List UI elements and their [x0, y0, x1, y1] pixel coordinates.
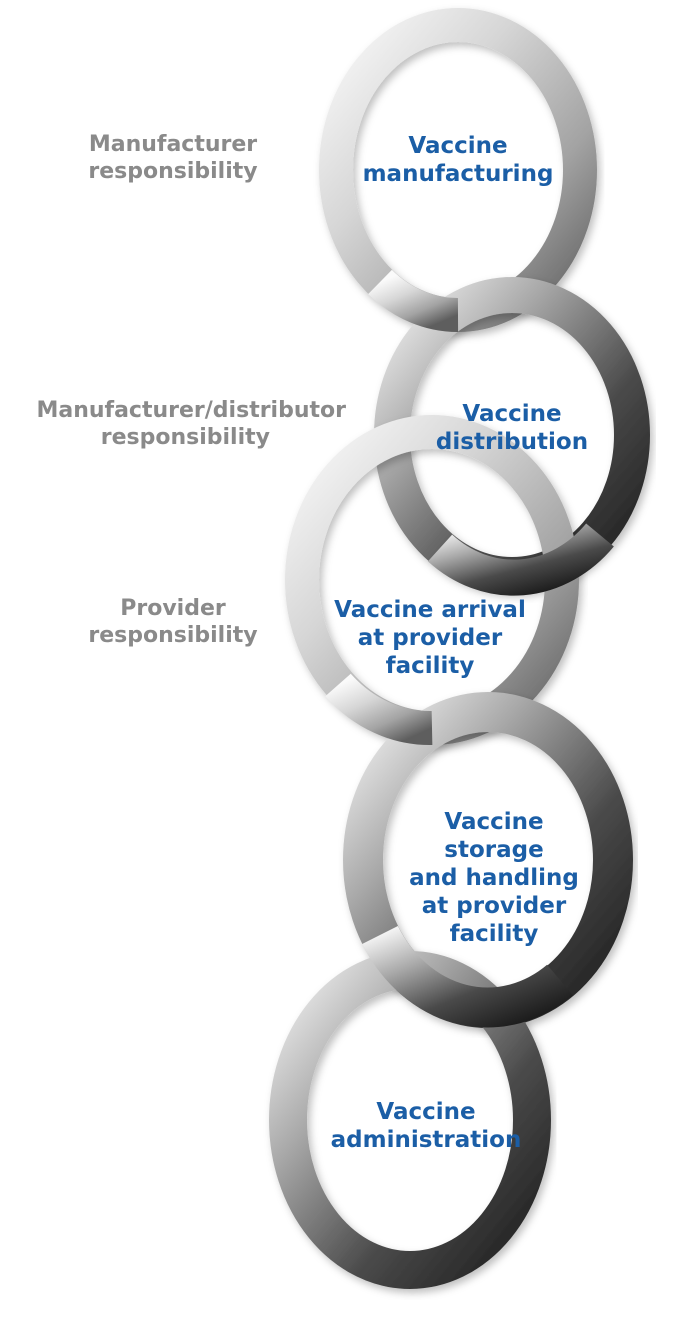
chain-ring-1-overlap	[368, 269, 459, 333]
chain-ring-4-overlap	[362, 925, 573, 1028]
responsibility-label-manufacturer-distributor: Manufacturer/distributor responsibility	[36, 398, 346, 450]
chain-ring-3-overlap	[325, 673, 433, 745]
step-label-administration: Vaccine administration	[330, 1099, 522, 1154]
responsibility-label-provider: Provider responsibility	[88, 596, 258, 648]
step-label-manufacturing: Vaccine manufacturing	[362, 133, 554, 188]
step-label-arrival: Vaccine arrival at provider facility	[334, 597, 526, 680]
step-label-distribution: Vaccine distribution	[435, 401, 589, 456]
step-label-storage-handling: Vaccine storage and handling at provider…	[409, 809, 579, 948]
responsibility-label-manufacturer: Manufacturer responsibility	[88, 132, 258, 184]
chain-ring-2-overlap	[427, 523, 614, 596]
